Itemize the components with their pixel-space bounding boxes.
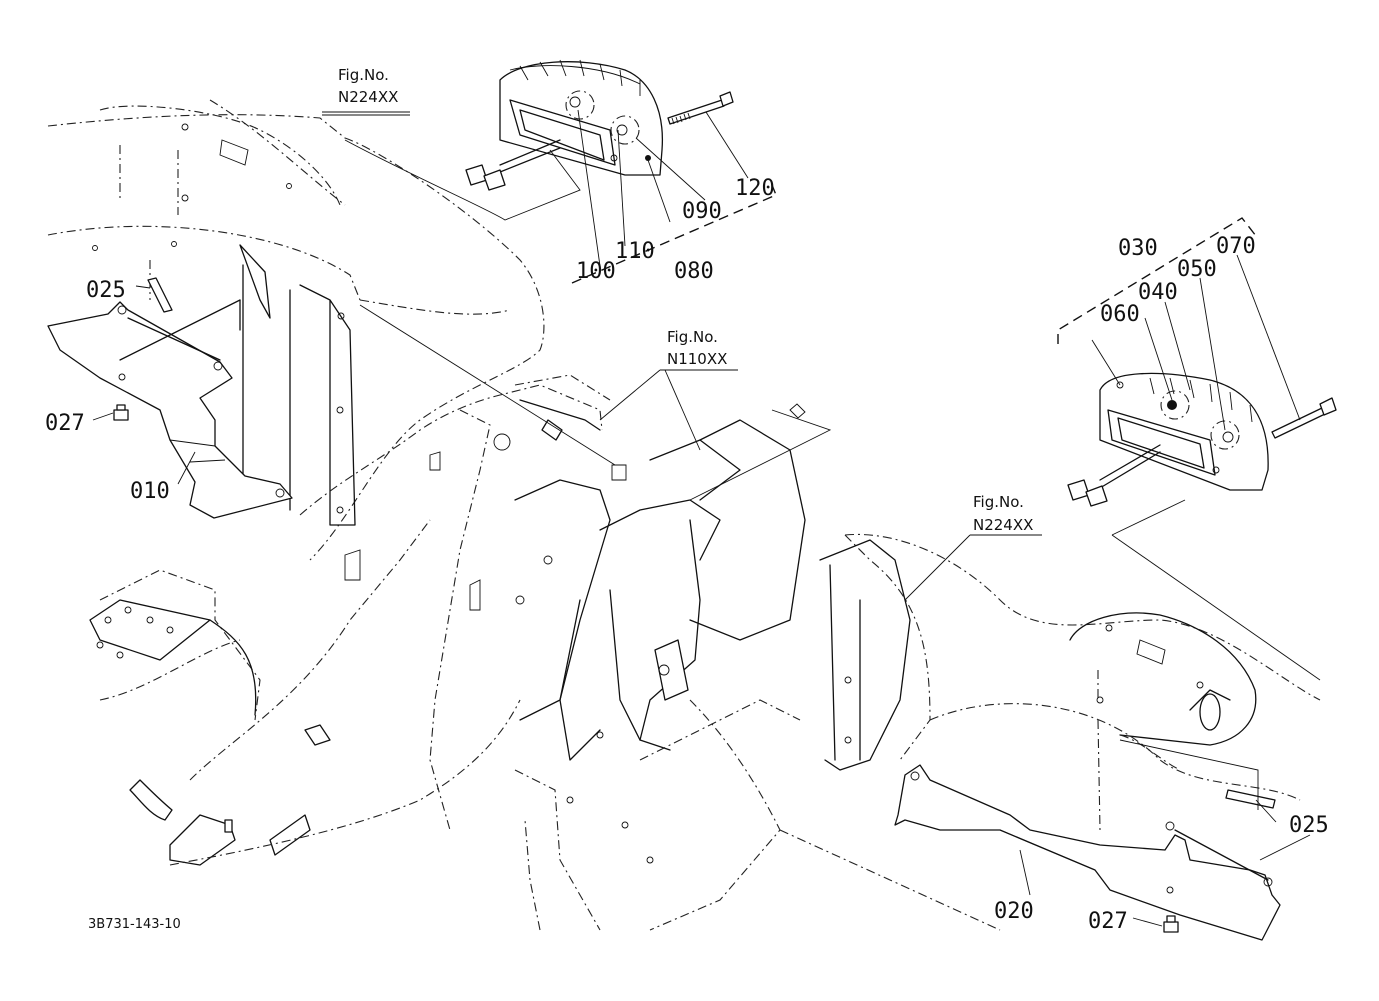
part-labels: 010 020 025 025 027 027 030 040 050 060 … (45, 176, 1329, 934)
bolt-120 (667, 91, 734, 125)
leader-lines (92, 109, 1321, 927)
part-label-110: 110 (615, 239, 655, 264)
figure-ref-n110xx: Fig.No. N110XX (667, 328, 727, 368)
part-label-070: 070 (1216, 234, 1256, 259)
part-label-027-right: 027 (1088, 909, 1128, 934)
bolt-027-left (113, 404, 129, 421)
figure-ref-number: N224XX (973, 516, 1033, 534)
seal-025-left (147, 277, 173, 313)
bracket-010 (47, 299, 293, 519)
figure-ref-n224xx-right: Fig.No. N224XX (973, 493, 1033, 534)
part-label-030: 030 (1118, 236, 1158, 261)
center-frame (89, 374, 806, 931)
part-label-090: 090 (682, 199, 722, 224)
part-label-120: 120 (735, 176, 775, 201)
left-fender-outline (47, 99, 545, 561)
figure-ref-number: N224XX (338, 88, 398, 106)
part-label-060: 060 (1100, 302, 1140, 327)
figure-ref-title: Fig.No. (973, 493, 1024, 511)
figure-ref-number: N110XX (667, 350, 727, 368)
figure-ref-title: Fig.No. (667, 328, 718, 346)
right-fender-outline (779, 533, 1321, 931)
part-label-080: 080 (674, 259, 714, 284)
part-label-020: 020 (994, 899, 1034, 924)
part-label-025-left: 025 (86, 278, 126, 303)
part-label-025-right: 025 (1289, 813, 1329, 838)
bracket-020 (894, 764, 1281, 941)
lamp-group-bracket-080 (571, 179, 777, 284)
part-label-027-left: 027 (45, 411, 85, 436)
seal-025-right (1225, 789, 1276, 809)
lamp-assembly-080 (465, 59, 664, 191)
part-label-100: 100 (576, 259, 616, 284)
part-label-050: 050 (1177, 257, 1217, 282)
bolt-070 (1271, 397, 1337, 439)
lamp-assembly-030 (1067, 372, 1269, 507)
figure-ref-n224xx-top: Fig.No. N224XX (322, 66, 410, 113)
part-label-010: 010 (130, 479, 170, 504)
part-label-040: 040 (1138, 280, 1178, 305)
drawing-code: 3B731-143-10 (88, 917, 181, 932)
bolt-027-right (1163, 915, 1179, 933)
figure-ref-title: Fig.No. (338, 66, 389, 84)
lamp-group-bracket-030 (1057, 217, 1257, 344)
